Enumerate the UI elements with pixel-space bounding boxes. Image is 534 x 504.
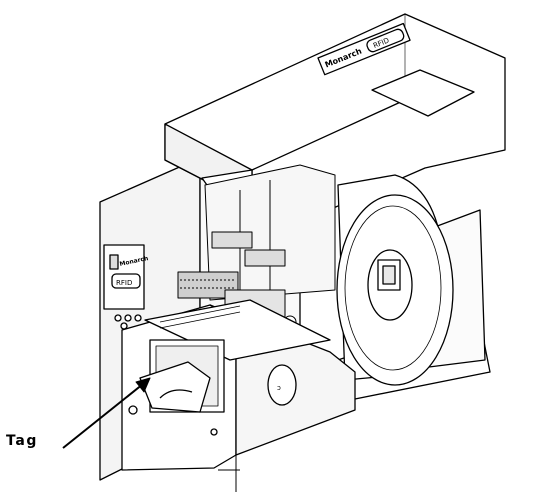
supply-roll [337, 175, 453, 385]
front-dial [268, 365, 296, 405]
svg-text:ↄ: ↄ [277, 384, 281, 392]
side-panel-badge: RFID [116, 279, 132, 287]
tag-callout-label: Tag [6, 433, 38, 449]
